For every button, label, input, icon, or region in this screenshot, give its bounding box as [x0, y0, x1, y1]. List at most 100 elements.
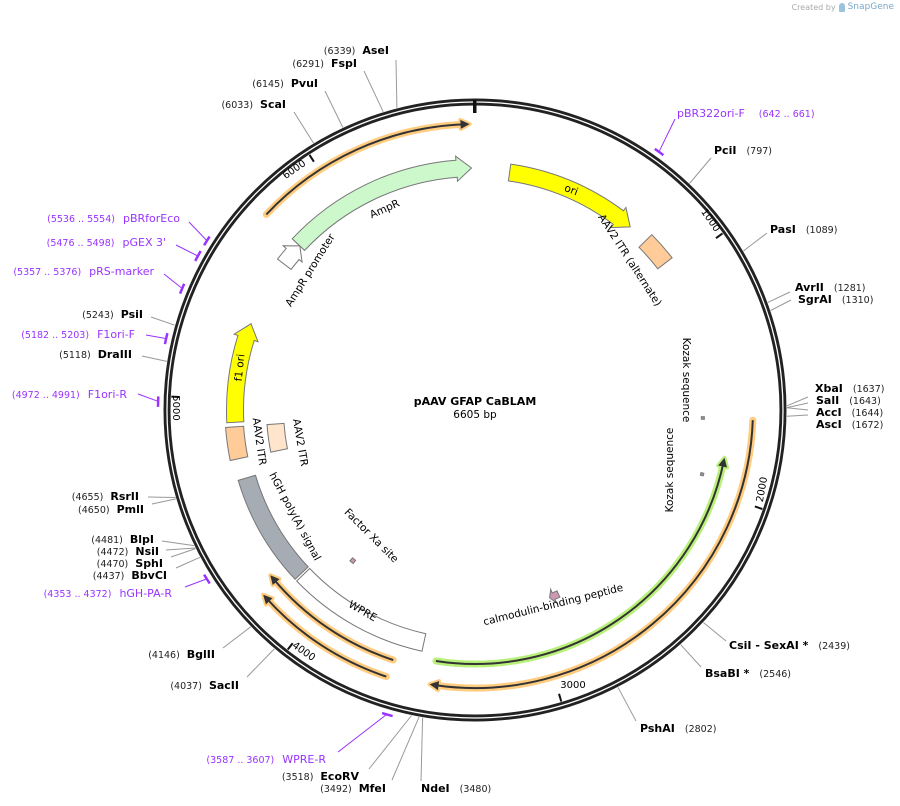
orf[interactable] [432, 455, 729, 668]
enzyme-name: EcoRV [320, 770, 359, 783]
enzyme-position: (2439) [818, 641, 850, 652]
enzyme-label[interactable]: XbaI(1637) [815, 382, 884, 395]
primer-range: (3587 .. 3607) [206, 755, 274, 766]
enzyme-label[interactable]: (4037)SacII [170, 679, 239, 692]
enzyme-name: PmlI [117, 503, 144, 516]
enzyme-site-line [770, 299, 792, 311]
feature-hgh-poly-a-signal[interactable] [237, 474, 309, 581]
enzyme-position: (5243) [82, 310, 114, 321]
enzyme-label[interactable]: (6339)AseI [324, 44, 389, 57]
origin-marker [473, 100, 477, 113]
feature-wpre[interactable] [295, 567, 427, 652]
orf-arrowhead [270, 575, 280, 585]
feature-calmodulin-binding-peptide[interactable] [549, 587, 561, 605]
enzyme-name: BbvCI [131, 569, 167, 582]
enzyme-label[interactable]: (6145)PvuI [252, 77, 318, 90]
enzyme-name: PciI [714, 144, 736, 157]
enzyme-label[interactable]: AccI(1644) [816, 406, 883, 419]
primer-label[interactable]: (4972 .. 4991) F1ori-R [12, 388, 127, 401]
feature-ampr[interactable] [291, 155, 473, 252]
enzyme-name: BsaBI * [705, 667, 750, 680]
feature-kozak-sequence[interactable] [700, 416, 705, 420]
orf[interactable] [261, 592, 390, 681]
feature-label-ampr: AmpR [368, 197, 402, 221]
enzyme-labels: (6339)AseI(6291)FspI (6145)PvuI (6033)ScaI… [59, 44, 884, 795]
enzyme-label[interactable]: (4481)BlpI [91, 533, 154, 546]
enzyme-label[interactable]: SgrAI(1310) [798, 293, 873, 306]
logo-created-by: Created by [791, 2, 836, 12]
orf[interactable] [427, 416, 757, 693]
primer-line [175, 244, 200, 257]
primer-mark[interactable] [381, 711, 393, 718]
enzyme-position: (6339) [324, 46, 356, 57]
enzyme-label[interactable]: (4650)PmlI [78, 503, 144, 516]
enzyme-position: (3492) [320, 784, 352, 795]
feature-f1-ori[interactable] [225, 323, 259, 424]
enzyme-position: (4437) [93, 571, 125, 582]
enzyme-label[interactable]: AvrII(1281) [795, 281, 866, 294]
feature-aav2-itr-alternate-[interactable] [638, 233, 673, 270]
enzyme-label[interactable]: (4470)SphI [97, 557, 163, 570]
enzyme-label[interactable]: (6033)ScaI [221, 98, 286, 111]
enzyme-site-line [161, 540, 195, 547]
primer-label[interactable]: (3587 .. 3607)WPRE-R [206, 753, 326, 766]
enzyme-label[interactable]: NdeI(3480) [421, 782, 491, 795]
feature-kozak-sequence[interactable] [699, 471, 705, 477]
enzyme-label[interactable]: PasI(1089) [770, 223, 837, 236]
primer-label[interactable]: (5357 .. 5376)pRS-marker [13, 265, 154, 278]
feature-layer [225, 155, 705, 652]
primer-range: (4972 .. 4991) [12, 390, 80, 401]
primer-name: F1ori-R [88, 388, 128, 401]
primer-label[interactable]: (5536 .. 5554)pBRforEco [47, 212, 180, 225]
enzyme-position: (797) [746, 146, 772, 157]
enzyme-site-line [246, 648, 275, 678]
enzyme-label[interactable]: (4472)NsiI [97, 545, 159, 558]
enzyme-position: (6145) [252, 79, 284, 90]
primer-range: (5357 .. 5376) [13, 267, 81, 278]
primer-label[interactable]: (5182 .. 5203)F1ori-F [21, 328, 135, 341]
enzyme-label[interactable]: (5243) PsiI [82, 308, 143, 321]
orf[interactable] [268, 573, 397, 664]
enzyme-site-line [689, 157, 712, 184]
enzyme-name: AvrII [795, 281, 824, 294]
feature-ori[interactable] [507, 163, 631, 229]
enzyme-label[interactable]: AscI(1672) [816, 418, 883, 431]
enzyme-position: (1310) [842, 295, 874, 306]
feature-factor-xa-site[interactable] [349, 557, 357, 565]
enzyme-label[interactable]: PshAI(2802) [640, 722, 716, 735]
feature-label-kozak-2: Kozak sequence [664, 428, 676, 513]
enzyme-label[interactable]: PciI (797) [714, 144, 772, 157]
primer-label[interactable]: (5476 .. 5498)pGEX 3' [47, 236, 166, 249]
enzyme-label[interactable]: (6291)FspI [292, 57, 357, 70]
enzyme-position: (4146) [148, 650, 180, 661]
feature-ampr-promoter[interactable] [276, 245, 303, 271]
enzyme-label[interactable]: BsaBI *(2546) [705, 667, 791, 680]
primer-label[interactable]: (4353 .. 4372)hGH-PA-R [44, 587, 173, 600]
primer-labels: pBR322ori-F(642 .. 661) (5536 .. 5554)pBR… [12, 107, 815, 766]
enzyme-label[interactable]: SalI(1643) [816, 394, 881, 407]
tick-mark [286, 642, 294, 651]
feature-aav2-itr[interactable] [225, 425, 249, 462]
orf-arrowhead [460, 119, 470, 129]
feature-aav2-itr[interactable] [266, 422, 288, 453]
primer-label[interactable]: pBR322ori-F(642 .. 661) [677, 107, 815, 120]
enzyme-site-line [222, 626, 252, 649]
orf-layer [261, 117, 757, 693]
enzyme-label[interactable]: (4146)BglII [148, 648, 215, 661]
enzyme-label[interactable]: (4437) BbvCI [93, 569, 167, 582]
primer-range: (5182 .. 5203) [21, 330, 89, 341]
enzyme-label[interactable]: (5118)DraIII [59, 348, 132, 361]
orf[interactable] [262, 117, 472, 218]
enzyme-site-line [391, 716, 420, 781]
enzyme-label[interactable]: (3518)EcoRV [282, 770, 360, 783]
enzyme-site-line [786, 402, 809, 409]
enzyme-label[interactable]: CsiI - SexAI *(2439) [729, 639, 850, 652]
enzyme-name: PsiI [121, 308, 143, 321]
enzyme-position: (1637) [853, 384, 885, 395]
plasmid-length: 6605 bp [453, 409, 497, 421]
enzyme-site-line [786, 414, 809, 417]
enzyme-label[interactable]: (3492)MfeI [320, 782, 386, 795]
logo-brand: SnapGene [847, 2, 894, 12]
enzyme-position: (6033) [221, 100, 253, 111]
enzyme-label[interactable]: (4655)RsrII [72, 490, 139, 503]
